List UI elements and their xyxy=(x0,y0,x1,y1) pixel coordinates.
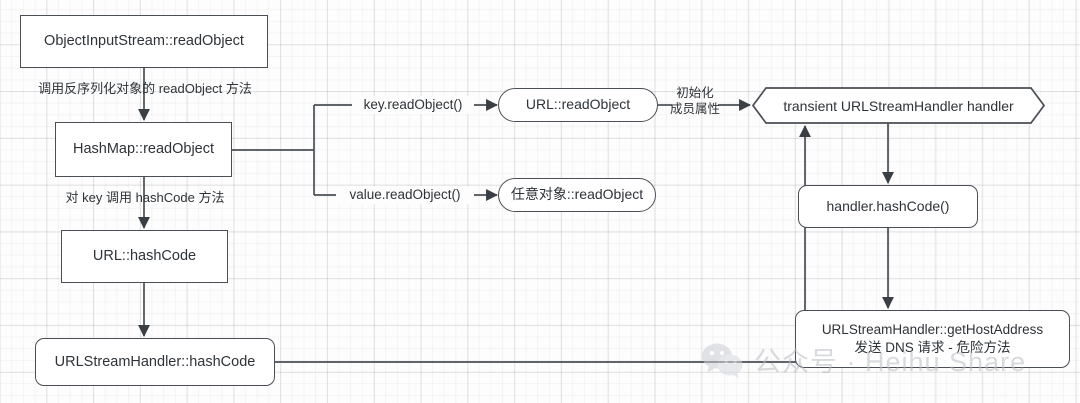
node-transient-urlstreamhandler-handler[interactable]: transient URLStreamHandler handler xyxy=(752,87,1045,124)
node-label: ObjectInputStream::readObject xyxy=(44,33,244,50)
node-label: 任意对象::readObject xyxy=(510,186,644,203)
node-label: URL::hashCode xyxy=(92,248,197,265)
node-label: URLStreamHandler::hashCode xyxy=(54,353,256,370)
node-label: HashMap::readObject xyxy=(72,141,215,158)
node-hashmap-readobject[interactable]: HashMap::readObject xyxy=(55,122,232,177)
node-url-readobject[interactable]: URL::readObject xyxy=(498,88,658,122)
node-sublabel: 发送 DNS 请求 - 危险方法 xyxy=(854,339,1011,355)
node-label: URLStreamHandler::getHostAddress xyxy=(821,321,1044,337)
edge-label-init-member-attrs: 初始化 成员属性 xyxy=(666,85,724,118)
node-urlstreamhandler-gethostaddress[interactable]: URLStreamHandler::getHostAddress 发送 DNS … xyxy=(795,310,1070,368)
node-url-hashcode[interactable]: URL::hashCode xyxy=(61,230,228,283)
edge-label-value-readobject: value.readObject() xyxy=(336,186,474,204)
node-label: transient URLStreamHandler handler xyxy=(783,97,1014,114)
node-label: URL::readObject xyxy=(525,96,631,113)
edge-label-line2: 成员属性 xyxy=(669,102,720,117)
node-object-input-stream-readobject[interactable]: ObjectInputStream::readObject xyxy=(20,15,268,68)
hexagon-shape xyxy=(752,87,1045,124)
wechat-icon xyxy=(700,342,744,378)
edge-handlerhashcode-feedback xyxy=(275,125,811,363)
edge-label-key-readobject: key.readObject() xyxy=(352,96,474,114)
edge-label-call-readobject: 调用反序列化对象的 readObject 方法 xyxy=(38,81,252,96)
edge-label-line1: 初始化 xyxy=(676,86,714,100)
node-any-object-readobject[interactable]: 任意对象::readObject xyxy=(498,178,656,212)
node-label: handler.hashCode() xyxy=(826,197,950,214)
node-urlstreamhandler-hashcode[interactable]: URLStreamHandler::hashCode xyxy=(35,338,275,386)
edge-label-call-hashcode-on-key: 对 key 调用 hashCode 方法 xyxy=(65,190,225,205)
node-handler-hashcode[interactable]: handler.hashCode() xyxy=(798,185,978,228)
